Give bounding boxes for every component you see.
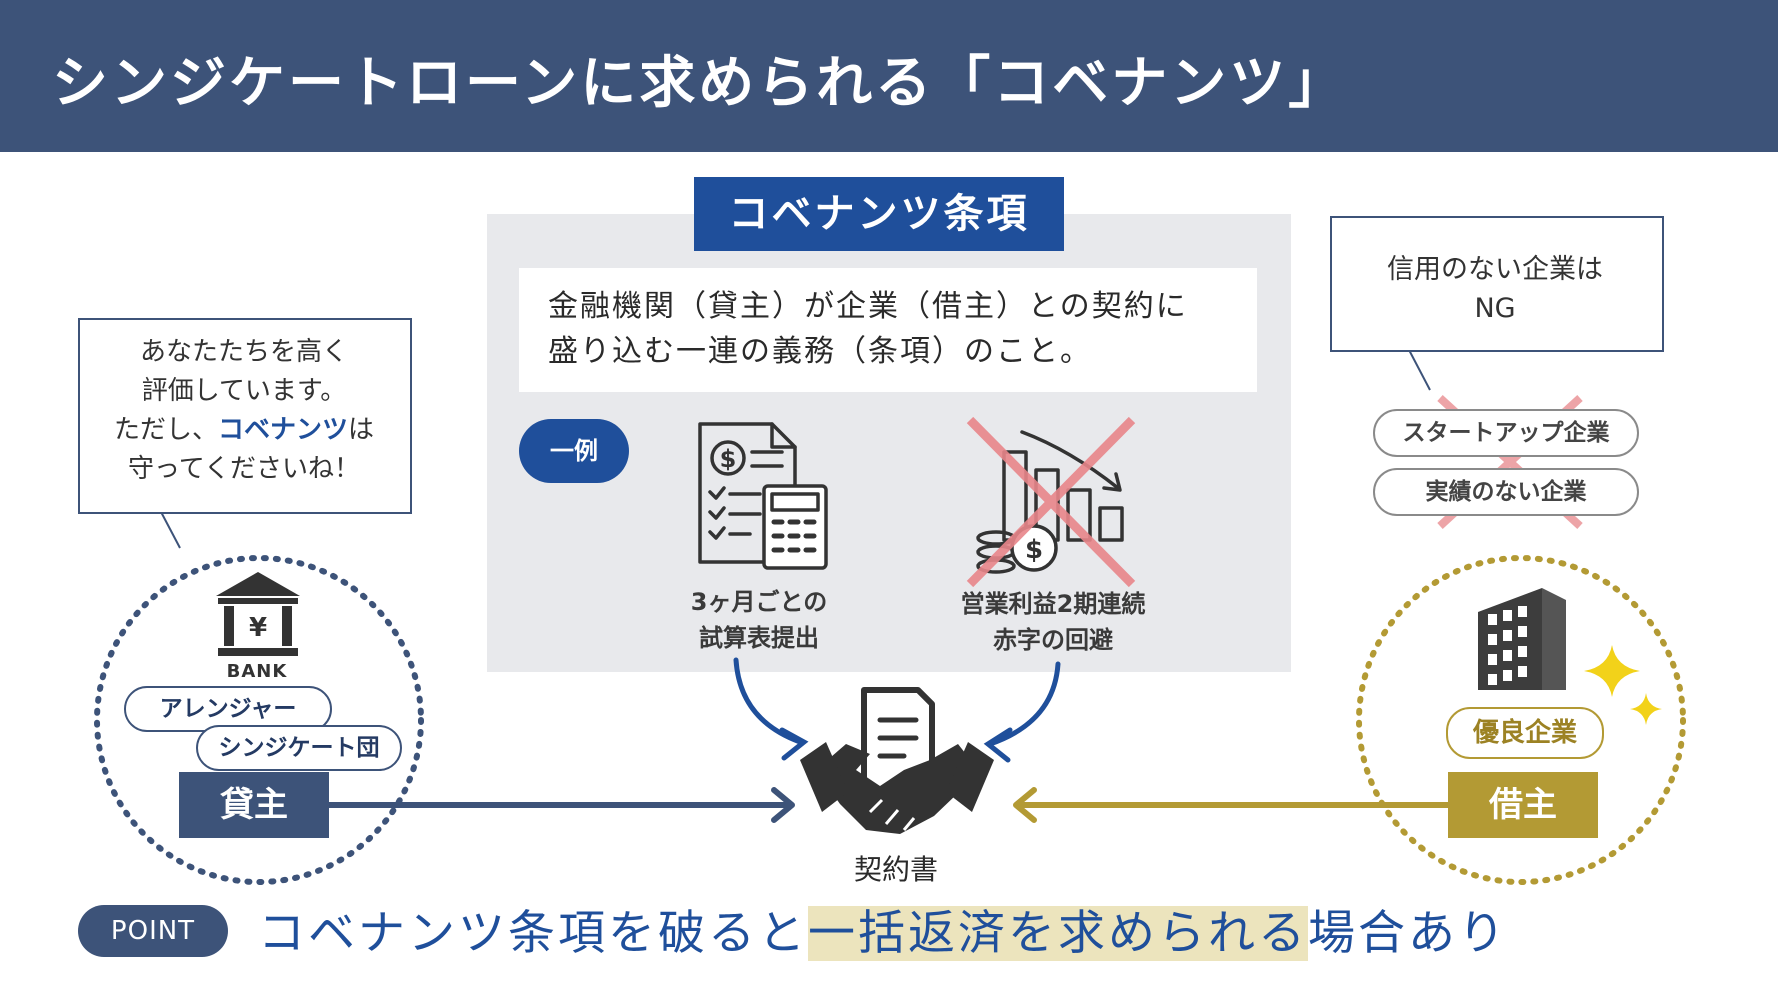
lender-speech-text: あなたたちを高く 評価しています。 ただし、コベナンツは 守ってくださいね！ <box>84 333 404 489</box>
header-bar <box>0 0 1778 152</box>
definition-line-1: 金融機関（貸主）が企業（借主）との契約に <box>548 289 1188 324</box>
example-caption-deficit: 営業利益2期連続 赤字の回避 <box>938 586 1168 658</box>
handshake-contract-icon <box>800 687 994 834</box>
bank-building-icon: ¥ <box>216 572 300 656</box>
curved-arrow-left <box>733 657 809 761</box>
point-statement: コベナンツ条項を破ると一括返済を求められる場合あり <box>258 894 1508 963</box>
red-cross-icon <box>966 416 1136 588</box>
caption-line: 営業利益2期連続 <box>960 590 1146 618</box>
lender-arrow <box>326 787 795 823</box>
borrower-arrow <box>1013 787 1451 823</box>
lender-circle <box>94 555 424 885</box>
point-badge: POINT <box>78 905 228 957</box>
ng-speech-text: 信用のない企業は NG <box>1330 250 1660 328</box>
ng-bubble-tail <box>1407 347 1440 391</box>
bubble-text: は <box>348 415 375 445</box>
bubble-line: ただし、コベナンツは <box>84 411 404 450</box>
example-badge: 一例 <box>519 419 629 483</box>
ng-speech-bubble <box>1330 216 1664 352</box>
curved-arrow-right <box>983 661 1061 763</box>
definition-text: 金融機関（貸主）が企業（借主）との契約に 盛り込む一連の義務（条項）のこと。 <box>548 284 1248 374</box>
definition-box <box>519 268 1257 392</box>
declining-chart-icon: $ <box>976 430 1124 574</box>
bubble-text: ただし、 <box>113 415 218 445</box>
bank-bubble-tail <box>159 509 200 549</box>
sparkle-icon <box>1584 645 1662 725</box>
contract-label: 契約書 <box>853 853 938 886</box>
bank-label: BANK <box>226 661 288 682</box>
bubble-line: 信用のない企業は <box>1387 254 1603 285</box>
covenant-emphasis: コベナンツ <box>217 415 348 445</box>
bubble-line: あなたたちを高く <box>139 337 348 367</box>
point-highlight: 一括返済を求められる <box>808 906 1308 961</box>
svg-text:$: $ <box>1025 535 1043 565</box>
tag-syndicate: シンジケート団 <box>196 725 402 771</box>
svg-text:$: $ <box>720 445 737 473</box>
bubble-line: 守ってくださいね！ <box>128 454 360 484</box>
tag-startup-company: スタートアップ企業 <box>1373 409 1639 457</box>
caption-line: 試算表提出 <box>699 624 819 652</box>
example-caption-trial-balance: 3ヶ月ごとの 試算表提出 <box>664 584 854 656</box>
point-text: コベナンツ条項を破ると <box>258 906 808 961</box>
borrower-circle <box>1356 555 1686 885</box>
caption-line: 3ヶ月ごとの <box>690 588 828 616</box>
tag-arranger: アレンジャー <box>124 686 332 732</box>
bubble-line: 評価しています。 <box>141 376 347 406</box>
caption-line: 赤字の回避 <box>993 626 1113 654</box>
lender-speech-bubble <box>78 318 412 514</box>
office-building-icon <box>1478 588 1566 690</box>
definition-line-2: 盛り込む一連の義務（条項）のこと。 <box>548 334 1092 369</box>
point-text: 場合あり <box>1308 906 1508 961</box>
document-calculator-icon: $ <box>698 422 828 570</box>
covenant-title: コベナンツ条項 <box>694 177 1064 251</box>
svg-text:¥: ¥ <box>249 613 267 643</box>
tag-no-track-record: 実績のない企業 <box>1373 468 1639 516</box>
lender-role-label: 貸主 <box>179 772 329 838</box>
bubble-line: NG <box>1474 293 1516 324</box>
tag-prime-company: 優良企業 <box>1446 707 1604 759</box>
borrower-role-label: 借主 <box>1448 772 1598 838</box>
page-title: シンジケートローンに求められる「コベナンツ」 <box>52 51 1348 116</box>
